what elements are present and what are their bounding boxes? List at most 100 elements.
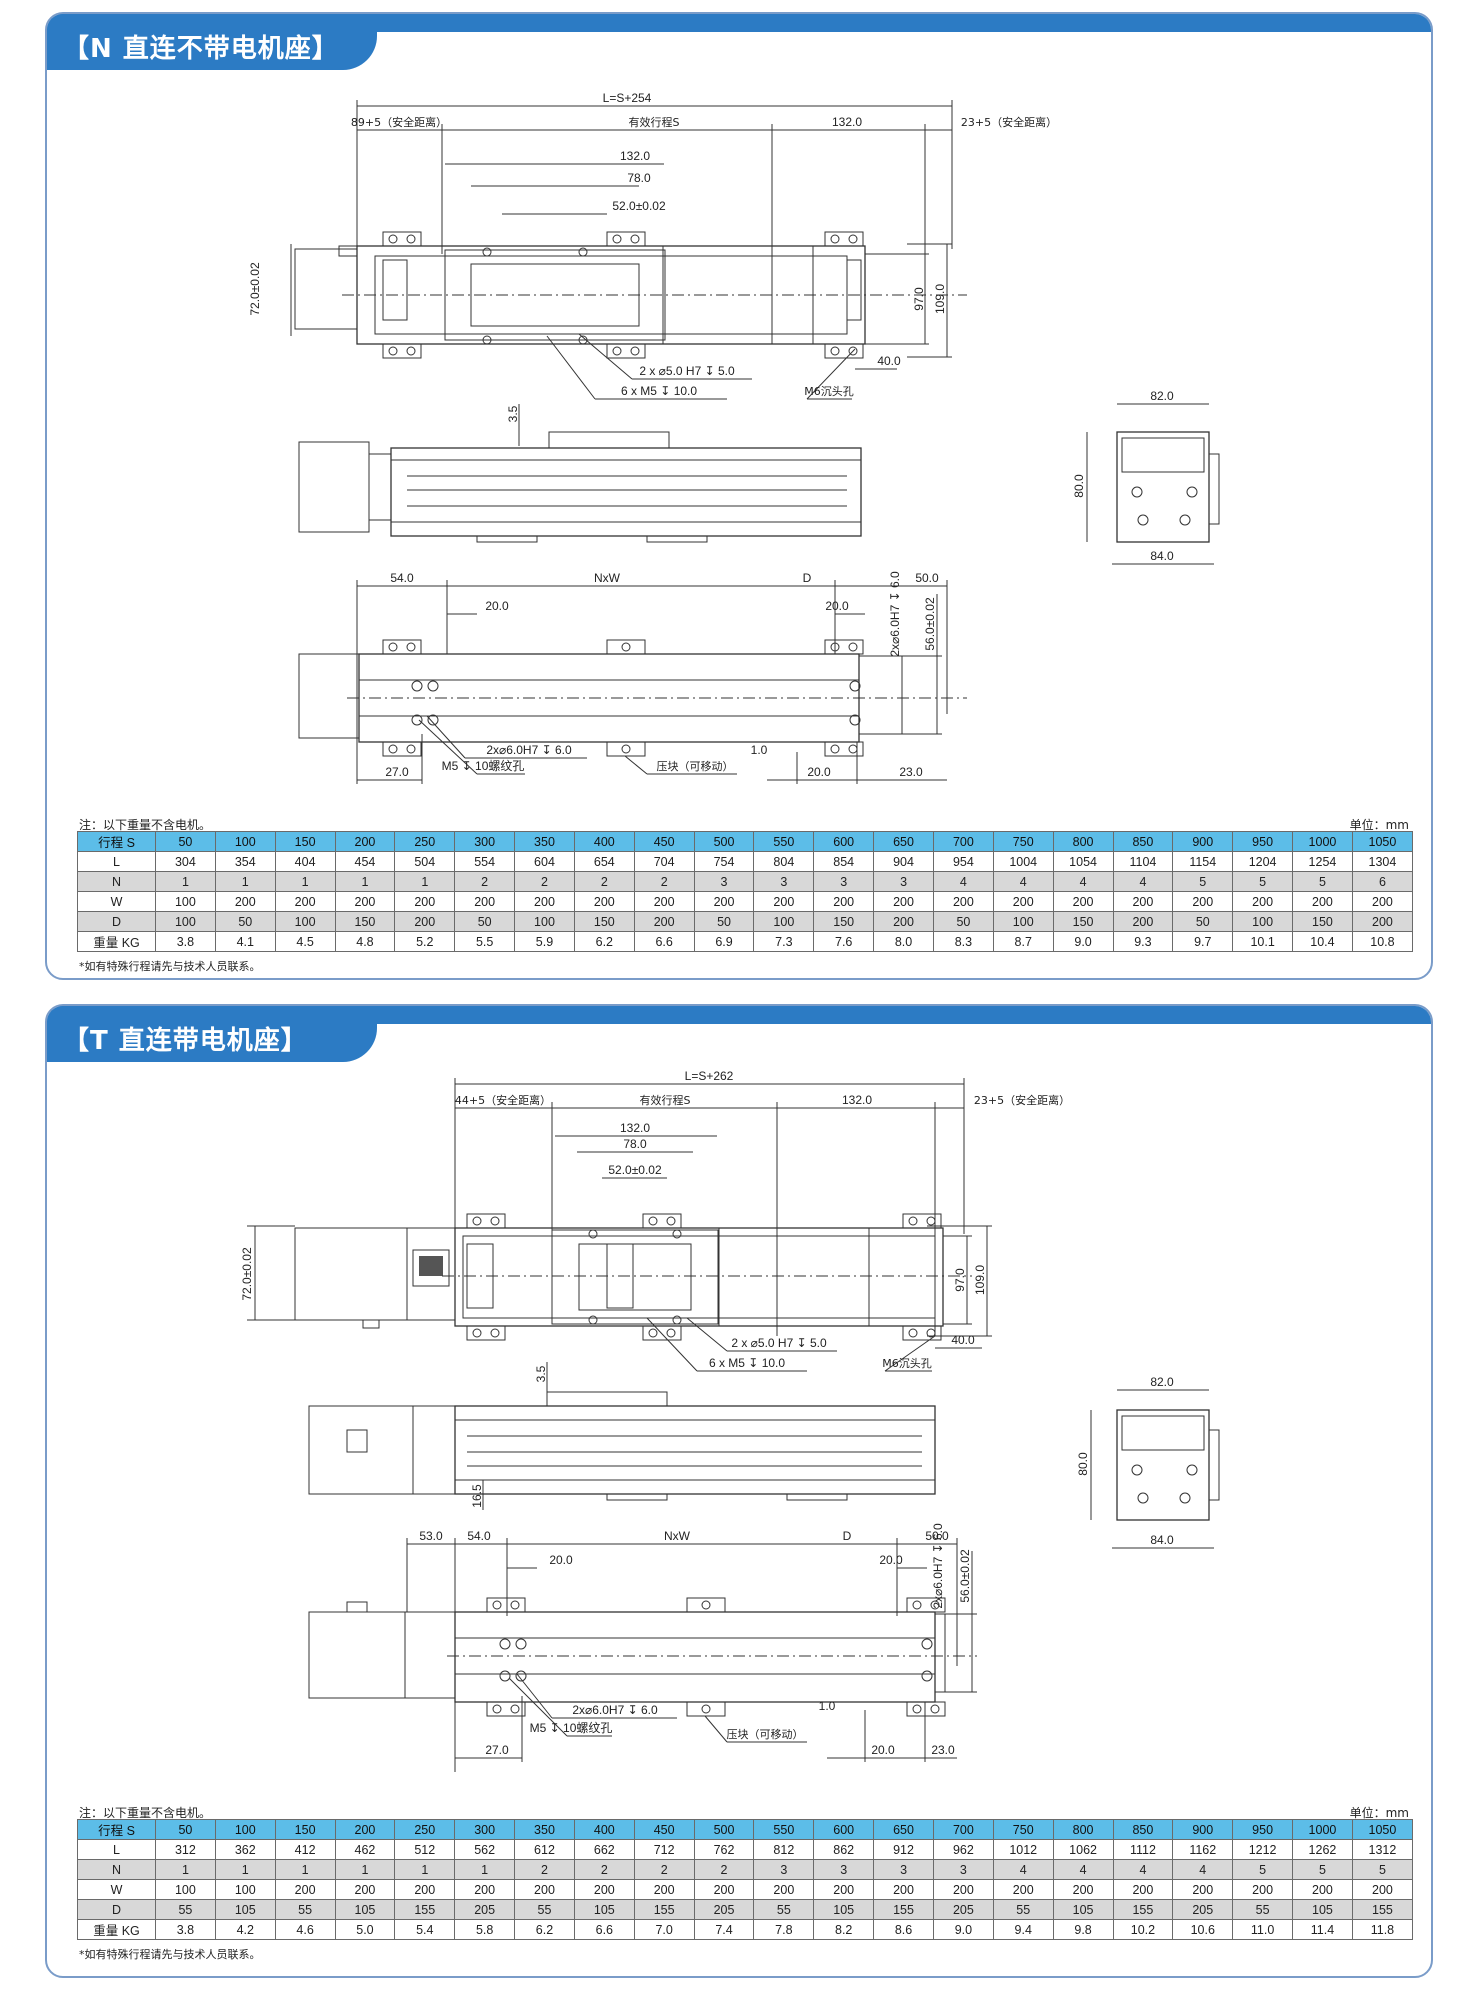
table-cell: 5 bbox=[1292, 1859, 1353, 1880]
table-cell: 750 bbox=[992, 1819, 1054, 1840]
dim-b20a: 20.0 bbox=[485, 599, 509, 613]
table-cell: 105 bbox=[214, 1899, 276, 1920]
table-cell: 600 bbox=[813, 1819, 875, 1840]
table-cell: 4 bbox=[992, 1859, 1054, 1880]
table-cell: 10.4 bbox=[1292, 931, 1353, 952]
table-cell: 200 bbox=[334, 1879, 396, 1900]
table-cell: 1 bbox=[214, 1859, 276, 1880]
table-cell: 950 bbox=[1232, 1819, 1294, 1840]
table-cell: 200 bbox=[573, 1879, 635, 1900]
dim-carriage-len: 132.0 bbox=[842, 1093, 872, 1107]
dim-b20c: 20.0 bbox=[807, 765, 831, 779]
dim-stroke: 有效行程S bbox=[629, 115, 680, 129]
unit-label: 单位：mm bbox=[1349, 1806, 1409, 1820]
table-cell: 155 bbox=[633, 1899, 695, 1920]
table-cell: 754 bbox=[693, 851, 755, 872]
table-cell: 105 bbox=[1052, 1899, 1114, 1920]
table-cell: 762 bbox=[693, 1839, 755, 1860]
table-cell: 700 bbox=[932, 1819, 994, 1840]
table-cell: 4.1 bbox=[214, 931, 276, 952]
row-header: 重量 KG bbox=[77, 931, 156, 952]
table-cell: 6.2 bbox=[514, 1919, 575, 1940]
table-cell: 2 bbox=[573, 871, 635, 892]
table-cell: 504 bbox=[394, 851, 456, 872]
table-cell: 200 bbox=[214, 891, 276, 912]
table-cell: 1 bbox=[155, 1859, 216, 1880]
table-cell: 5.5 bbox=[454, 931, 516, 952]
table-cell: 7.4 bbox=[693, 1919, 755, 1940]
dim-b20a: 20.0 bbox=[549, 1553, 573, 1567]
table-cell: 7.6 bbox=[813, 931, 875, 952]
table-cell: 55 bbox=[1232, 1899, 1294, 1920]
table-cell: 7.0 bbox=[633, 1919, 695, 1940]
dim-c132: 132.0 bbox=[620, 1121, 650, 1135]
table-cell: 10.1 bbox=[1232, 931, 1294, 952]
dim-safety-right: 23+5（安全距离） bbox=[961, 115, 1057, 129]
table-cell: 11.4 bbox=[1292, 1919, 1353, 1940]
table-cell: 200 bbox=[514, 1879, 575, 1900]
dim-b20b: 20.0 bbox=[879, 1553, 903, 1567]
dim-safety-left: 89+5（安全距离） bbox=[351, 115, 447, 129]
table-cell: 1 bbox=[274, 871, 336, 892]
table-cell: 854 bbox=[813, 851, 875, 872]
dim-b-block: 压块（可移动） bbox=[727, 1728, 804, 1741]
table-cell: 155 bbox=[1112, 1899, 1174, 1920]
table-cell: 304 bbox=[155, 851, 216, 872]
table-cell: 7.3 bbox=[753, 931, 815, 952]
table-cell: 562 bbox=[454, 1839, 516, 1860]
table-cell: 800 bbox=[1052, 1819, 1114, 1840]
table-cell: 9.3 bbox=[1112, 931, 1174, 952]
table-cell: 8.0 bbox=[873, 931, 934, 952]
table-cell: 4 bbox=[1052, 1859, 1114, 1880]
section-title: 【T 直连带电机座】 bbox=[63, 1026, 308, 1056]
section-header-bar bbox=[47, 14, 1431, 32]
dim-w82: 82.0 bbox=[1150, 1375, 1174, 1389]
table-cell: 200 bbox=[1232, 1879, 1294, 1900]
table-cell: 3 bbox=[813, 871, 875, 892]
table-cell: 11.0 bbox=[1232, 1919, 1294, 1940]
unit-label: 单位：mm bbox=[1349, 818, 1409, 832]
table-cell: 50 bbox=[155, 831, 216, 852]
table-cell: 205 bbox=[932, 1899, 994, 1920]
dim-hole-m5: 6 x M5 ↧ 10.0 bbox=[621, 384, 697, 398]
table-cell: 5.0 bbox=[334, 1919, 396, 1940]
bottom-view: 53.0 54.0 NxW D 50.0 20.0 20.0 bbox=[308, 1523, 977, 1772]
table-cell: 50 bbox=[155, 1819, 216, 1840]
dim-w84: 84.0 bbox=[1150, 549, 1174, 563]
table-cell: 200 bbox=[514, 891, 575, 912]
table-cell: 10.8 bbox=[1351, 931, 1414, 952]
table-cell: 200 bbox=[1351, 1879, 1414, 1900]
table-cell: 6 bbox=[1351, 871, 1414, 892]
table-cell: 200 bbox=[873, 1879, 934, 1900]
dim-b56: 56.0±0.02 bbox=[923, 597, 937, 651]
table-cell: 904 bbox=[873, 851, 934, 872]
table-cell: 50 bbox=[454, 911, 516, 932]
table-cell: 1054 bbox=[1052, 851, 1114, 872]
table-cell: 900 bbox=[1172, 1819, 1234, 1840]
table-cell: 200 bbox=[394, 911, 456, 932]
table-cell: 5.8 bbox=[454, 1919, 516, 1940]
table-cell: 954 bbox=[932, 851, 994, 872]
table-cell: 9.0 bbox=[1052, 931, 1114, 952]
table-cell: 712 bbox=[633, 1839, 695, 1860]
table-cell: 4 bbox=[1172, 1859, 1234, 1880]
dim-carriage-len: 132.0 bbox=[832, 115, 862, 129]
table-cell: 100 bbox=[155, 891, 216, 912]
table-cell: 512 bbox=[394, 1839, 456, 1860]
table-cell: 200 bbox=[1292, 1879, 1353, 1900]
table-cell: 4.2 bbox=[214, 1919, 276, 1940]
dim-b-d: D bbox=[803, 571, 812, 585]
table-cell: 5 bbox=[1172, 871, 1234, 892]
table-cell: 2 bbox=[693, 1859, 755, 1880]
table-cell: 7.8 bbox=[753, 1919, 815, 1940]
dim-b20c: 20.0 bbox=[871, 1743, 895, 1757]
table-cell: 350 bbox=[514, 831, 575, 852]
